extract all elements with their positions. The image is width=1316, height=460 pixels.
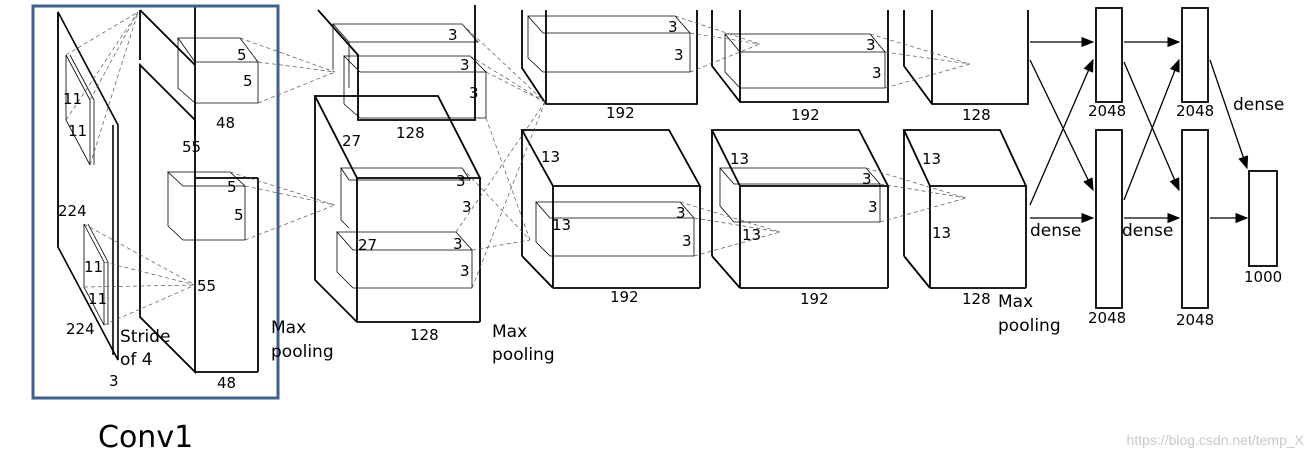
input-kernel-label: 11 bbox=[88, 290, 107, 308]
conv1-size-label: 55 bbox=[197, 277, 216, 295]
conv4-depth-label: 192 bbox=[800, 290, 829, 308]
dense-label: dense bbox=[1030, 221, 1081, 241]
conv2-size-label: 27 bbox=[342, 132, 361, 150]
dense-label: dense bbox=[1122, 221, 1173, 241]
conv3-kernel-label: 3 bbox=[682, 232, 692, 250]
conv3-kernel-label: 3 bbox=[668, 18, 678, 36]
conv5-size-label: 13 bbox=[922, 150, 941, 168]
input-kernel-label: 11 bbox=[63, 90, 82, 108]
stride-label: of 4 bbox=[120, 350, 153, 370]
conv2-depth-label: 128 bbox=[396, 124, 425, 142]
input-volume bbox=[57, 11, 119, 361]
fc6-top bbox=[1095, 7, 1123, 103]
conv3-depth-label: 192 bbox=[610, 288, 639, 306]
conv5-volume-top bbox=[903, 10, 1029, 105]
conv5-depth-label: 128 bbox=[962, 106, 991, 124]
conv4-kernel-label: 3 bbox=[872, 64, 882, 82]
receptive-field-lines bbox=[65, 11, 971, 326]
maxpool1-label: pooling bbox=[271, 342, 334, 362]
conv1-kernel-label: 5 bbox=[237, 46, 247, 64]
conv3-size-label: 13 bbox=[541, 148, 560, 166]
conv5-depth-label: 128 bbox=[962, 290, 991, 308]
conv4-volume-top bbox=[711, 10, 889, 103]
conv1-caption: Conv1 bbox=[98, 420, 194, 455]
conv1-kernel-label: 5 bbox=[234, 206, 244, 224]
fc7-top bbox=[1181, 7, 1209, 103]
fc6-size-label: 2048 bbox=[1088, 309, 1126, 327]
input-height-label: 224 bbox=[58, 202, 87, 220]
conv2-kernel-label: 3 bbox=[460, 262, 470, 280]
conv3-depth-label: 192 bbox=[606, 104, 635, 122]
conv5-volume-bottom bbox=[902, 129, 1028, 289]
conv1-volume-bottom bbox=[139, 62, 259, 375]
fc8-output bbox=[1248, 170, 1278, 267]
input-width-label: 224 bbox=[66, 320, 95, 338]
conv4-kernel-label: 3 bbox=[866, 36, 876, 54]
layer-labels: 11 11 11 11 224 224 3 Stride of 4 55 55 … bbox=[58, 18, 1284, 392]
conv2-kernel-label: 3 bbox=[453, 235, 463, 253]
watermark: https://blog.csdn.net/temp_X bbox=[1126, 432, 1304, 448]
conv2-kernel-label: 3 bbox=[460, 56, 470, 74]
stride-label: Stride bbox=[120, 327, 170, 347]
conv1-depth-label: 48 bbox=[217, 374, 236, 392]
fc7-size-label: 2048 bbox=[1176, 102, 1214, 120]
dense-label: dense bbox=[1233, 95, 1284, 115]
conv1-kernel-label: 5 bbox=[227, 178, 237, 196]
input-depth-label: 3 bbox=[109, 372, 119, 390]
conv1-volume-top bbox=[139, 5, 259, 135]
fc7-bottom bbox=[1181, 129, 1209, 309]
conv1-highlight-box bbox=[31, 4, 280, 400]
conv2-kernel-label: 3 bbox=[462, 198, 472, 216]
conv5-size-label: 13 bbox=[932, 224, 951, 242]
conv3-kernel-label: 3 bbox=[674, 46, 684, 64]
conv4-kernel-label: 3 bbox=[862, 170, 872, 188]
conv3-volume-bottom bbox=[520, 129, 702, 289]
conv4-size-label: 13 bbox=[742, 226, 761, 244]
fc6-bottom bbox=[1095, 129, 1123, 309]
conv2-kernel-label: 3 bbox=[448, 26, 458, 44]
conv3-size-label: 13 bbox=[552, 216, 571, 234]
input-kernel-label: 11 bbox=[84, 258, 103, 276]
conv4-kernel-label: 3 bbox=[868, 198, 878, 216]
maxpool3-label: pooling bbox=[998, 316, 1061, 336]
conv1-depth-label: 48 bbox=[216, 114, 235, 132]
conv2-kernel-label: 3 bbox=[456, 172, 466, 190]
conv2-volume-bottom bbox=[313, 95, 482, 323]
fc6-size-label: 2048 bbox=[1088, 102, 1126, 120]
conv3-kernel-label: 3 bbox=[676, 204, 686, 222]
fc7-size-label: 2048 bbox=[1176, 311, 1214, 329]
maxpool2-label: pooling bbox=[492, 345, 555, 365]
conv4-depth-label: 192 bbox=[791, 106, 820, 124]
conv4-size-label: 13 bbox=[730, 150, 749, 168]
input-kernel-label: 11 bbox=[68, 122, 87, 140]
conv2-kernel-label: 3 bbox=[469, 84, 479, 102]
maxpool3-label: Max bbox=[998, 292, 1033, 312]
conv2-depth-label: 128 bbox=[410, 326, 439, 344]
conv2-size-label: 27 bbox=[358, 236, 377, 254]
conv1-size-label: 55 bbox=[182, 138, 201, 156]
maxpool2-label: Max bbox=[492, 322, 527, 342]
maxpool1-label: Max bbox=[271, 318, 306, 338]
conv3-volume-top bbox=[521, 10, 698, 105]
conv2-volume-top bbox=[317, 5, 487, 121]
conv1-kernel-label: 5 bbox=[243, 72, 253, 90]
dense-connections bbox=[1029, 36, 1249, 224]
fc8-size-label: 1000 bbox=[1244, 268, 1282, 286]
